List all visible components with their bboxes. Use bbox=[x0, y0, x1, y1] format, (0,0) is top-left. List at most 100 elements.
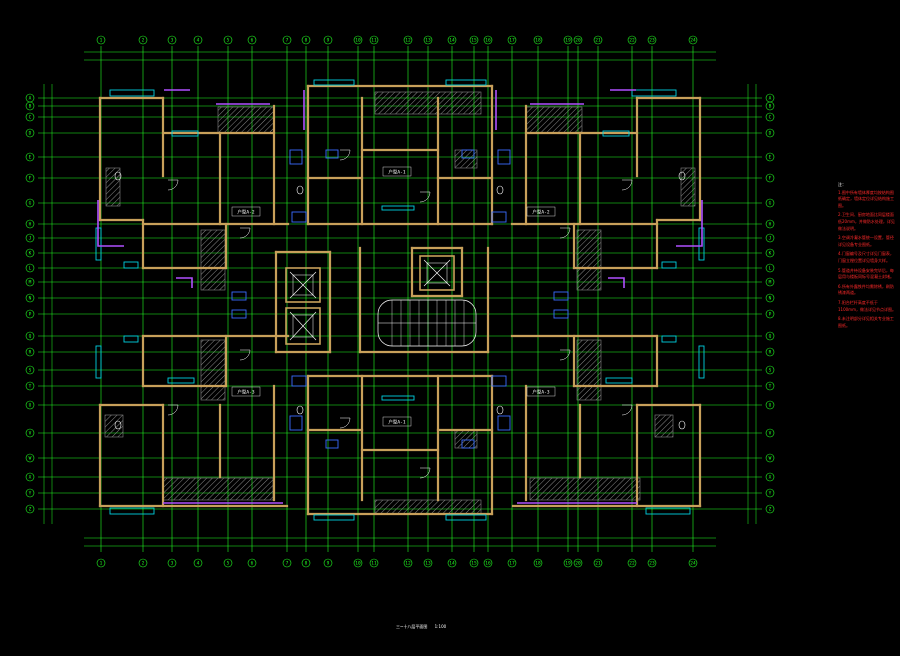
grid-label: S bbox=[769, 368, 772, 374]
grid-label: 10 bbox=[355, 38, 361, 44]
window-frame bbox=[381, 205, 415, 211]
grid-label: E bbox=[29, 155, 32, 161]
grid-bubble bbox=[765, 504, 775, 514]
grid-label: 11 bbox=[371, 561, 377, 567]
grid-label: W bbox=[769, 456, 772, 462]
grid-bubble bbox=[247, 35, 257, 45]
grid-label: J bbox=[29, 236, 32, 242]
grid-bubble bbox=[765, 381, 775, 391]
grid-bubble bbox=[25, 248, 35, 258]
grid-label: S bbox=[29, 368, 32, 374]
grid-label: H bbox=[29, 222, 32, 228]
grid-label: 13 bbox=[425, 561, 431, 567]
grid-label: 21 bbox=[595, 561, 601, 567]
window-frame bbox=[698, 345, 705, 379]
elevator-shaft bbox=[419, 255, 455, 291]
grid-bubble bbox=[25, 504, 35, 514]
grid-label: V bbox=[29, 431, 32, 437]
grid-label: L bbox=[29, 266, 32, 272]
grid-label: 12 bbox=[405, 38, 411, 44]
grid-bubble bbox=[25, 347, 35, 357]
grid-bubble bbox=[25, 128, 35, 138]
grid-label: M bbox=[29, 280, 32, 286]
grid-label: B bbox=[29, 104, 32, 110]
grid-bubble bbox=[765, 428, 775, 438]
grid-label: 19 bbox=[565, 38, 571, 44]
grid-bubble bbox=[765, 309, 775, 319]
unit-tag: 户型A-1 bbox=[388, 419, 405, 426]
unit-tag: 户型A-2 bbox=[237, 209, 254, 216]
fixture bbox=[461, 149, 475, 159]
window-frame bbox=[631, 89, 677, 97]
hatched-areas bbox=[104, 91, 696, 515]
grid-bubble bbox=[25, 428, 35, 438]
grid-bubble bbox=[247, 558, 257, 568]
grid-bubble bbox=[688, 35, 698, 45]
walls bbox=[98, 84, 702, 516]
window-frame bbox=[602, 130, 630, 137]
toilet bbox=[678, 171, 686, 181]
note-line: 5.管道井待设备安装完毕后，每层用与楼板同标号混凝土封堵。 bbox=[838, 267, 894, 280]
window-frame bbox=[313, 79, 355, 86]
fixture bbox=[325, 149, 339, 159]
grid-label: 20 bbox=[575, 38, 581, 44]
door-swing bbox=[419, 467, 431, 479]
hatched-wall-block bbox=[200, 339, 226, 401]
hatched-wall-block bbox=[105, 167, 121, 207]
grid-bubble bbox=[282, 35, 292, 45]
grid-label: J bbox=[769, 236, 772, 242]
grid-bubble bbox=[765, 453, 775, 463]
fixture bbox=[231, 291, 247, 301]
grid-bubble bbox=[25, 233, 35, 243]
grid-label: Q bbox=[29, 334, 32, 340]
windows bbox=[95, 79, 705, 521]
drawing-title: 三~十八层平面图 1:100 bbox=[396, 624, 446, 630]
grid-label: 20 bbox=[575, 561, 581, 567]
fixture bbox=[289, 149, 303, 165]
grid-label: Y bbox=[769, 491, 772, 497]
elevator-core bbox=[285, 255, 477, 347]
grid-label: 1 bbox=[100, 38, 103, 44]
grid-bubble bbox=[25, 173, 35, 183]
grid-label: 10 bbox=[355, 561, 361, 567]
note-line: 4.门窗编号及尺寸详见门窗表，门窗立樘位置详见墙身大样。 bbox=[838, 251, 894, 263]
grid-bubble bbox=[25, 472, 35, 482]
grid-bubble bbox=[765, 331, 775, 341]
note-line: 2.卫生间、厨房地面比同层楼面低20mm，并做防水处理，详见做法说明。 bbox=[838, 212, 895, 231]
hatched-wall-block bbox=[374, 91, 482, 115]
grid-label: 21 bbox=[595, 38, 601, 44]
window-frame bbox=[445, 514, 487, 521]
grid-label: 5 bbox=[227, 38, 230, 44]
grid-label: 12 bbox=[405, 561, 411, 567]
grid-bubble bbox=[483, 35, 493, 45]
grid-bubble bbox=[627, 35, 637, 45]
door-swing bbox=[559, 227, 571, 239]
window-frame bbox=[661, 261, 677, 269]
grid-bubble bbox=[573, 558, 583, 568]
window-frame bbox=[123, 335, 139, 343]
grid-bubble bbox=[353, 35, 363, 45]
grid-label: F bbox=[29, 176, 32, 182]
notes-heading: 注： bbox=[838, 182, 846, 187]
hatched-wall-block bbox=[576, 339, 602, 401]
grid-label: 15 bbox=[471, 561, 477, 567]
note-line: 7.阳台栏杆高度不低于1100mm，做法详见节点详图。 bbox=[838, 299, 896, 312]
grid-bubble bbox=[25, 293, 35, 303]
grid-bubble bbox=[765, 233, 775, 243]
grid-label: M bbox=[769, 280, 772, 286]
grid-label: Q bbox=[769, 334, 772, 340]
drawing-scale: 1:100 bbox=[434, 624, 447, 629]
grid-bubble bbox=[647, 558, 657, 568]
fixture bbox=[491, 211, 507, 223]
grid-bubble bbox=[765, 128, 775, 138]
balcony-rail bbox=[97, 200, 124, 247]
toilet bbox=[114, 420, 122, 430]
grid-label: 16 bbox=[485, 561, 491, 567]
grid-bubble bbox=[469, 35, 479, 45]
grid-bubble bbox=[25, 152, 35, 162]
window-frame bbox=[313, 514, 355, 521]
grid-label: 8 bbox=[305, 38, 308, 44]
note-line: 8.未注明部分详见相关专业施工图纸。 bbox=[838, 316, 894, 328]
grid-label: 24 bbox=[690, 561, 696, 567]
